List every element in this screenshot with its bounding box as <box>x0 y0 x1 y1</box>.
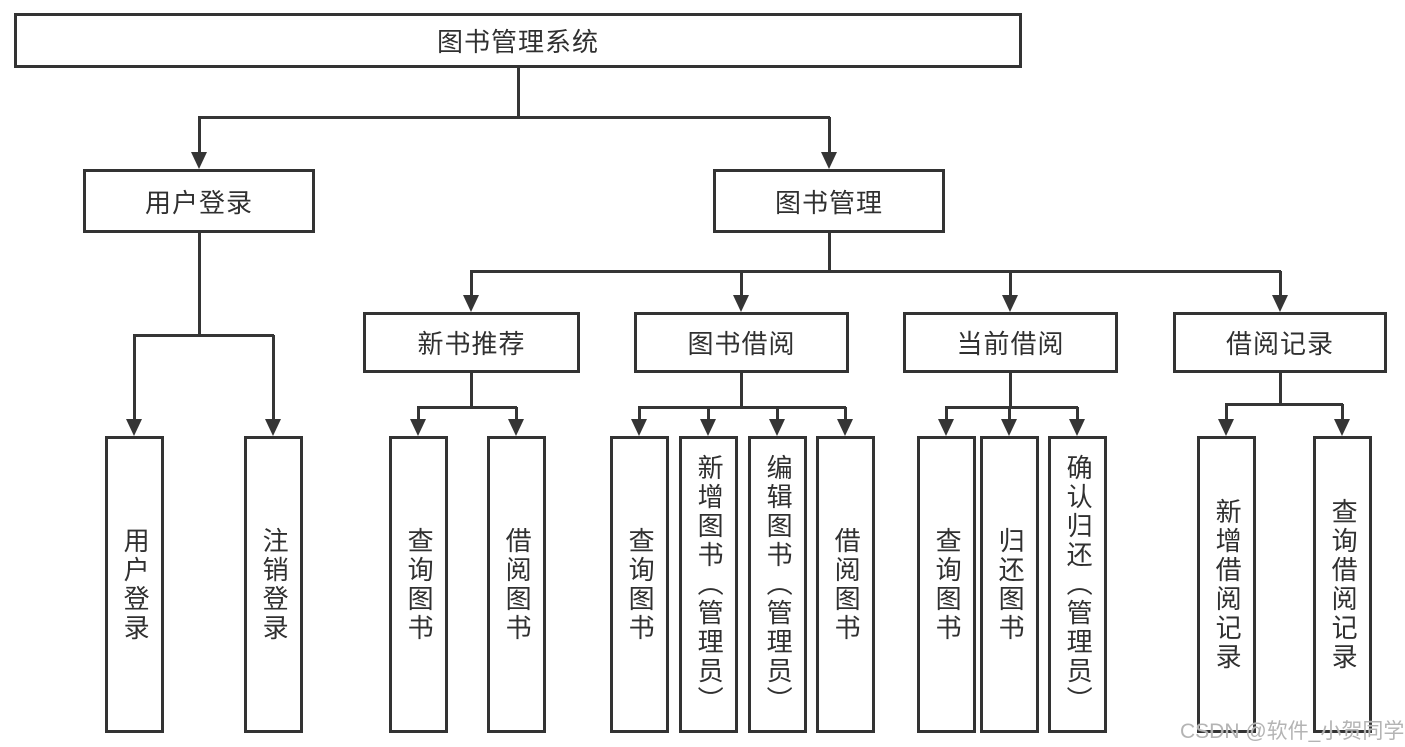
node-leaf-query-books-2: 查询图书 <box>610 436 669 733</box>
node-new-book-recommend-label: 新书推荐 <box>417 329 526 359</box>
watermark: CSDN @软件_小贺同学 <box>1180 720 1405 743</box>
connector-line <box>1341 404 1344 421</box>
node-user-login-group: 用户登录 <box>83 169 315 233</box>
node-book-management: 图书管理 <box>713 169 945 233</box>
connector-line <box>1076 407 1079 421</box>
arrowhead-icon <box>463 295 479 312</box>
connector-line <box>828 233 831 272</box>
connector-line <box>1279 373 1282 405</box>
connector-line <box>515 407 518 421</box>
arrowhead-icon <box>1069 419 1085 436</box>
connector-line <box>133 335 136 421</box>
node-leaf-confirm-return-admin: 确认归还（管理员） <box>1048 436 1107 733</box>
connector-line <box>945 407 948 421</box>
node-root-label: 图书管理系统 <box>436 27 599 57</box>
arrowhead-icon <box>631 419 647 436</box>
node-leaf-query-borrow-record: 查询借阅记录 <box>1313 436 1372 733</box>
arrowhead-icon <box>1334 419 1350 436</box>
arrowhead-icon <box>837 419 853 436</box>
connector-line <box>470 270 1281 273</box>
connector-line <box>707 407 710 421</box>
connector-line <box>740 271 743 297</box>
node-leaf-add-borrow-record-label: 新增借阅记录 <box>1212 497 1243 672</box>
node-leaf-user-login: 用户登录 <box>105 436 164 733</box>
node-leaf-borrow-books-2: 借阅图书 <box>816 436 875 733</box>
connector-line <box>1279 271 1282 297</box>
node-new-book-recommend: 新书推荐 <box>363 312 580 373</box>
connector-line <box>828 117 831 154</box>
node-root: 图书管理系统 <box>14 13 1022 68</box>
arrowhead-icon <box>1272 295 1288 312</box>
node-leaf-query-books-3-label: 查询图书 <box>932 526 963 643</box>
node-leaf-return-book: 归还图书 <box>980 436 1039 733</box>
node-borrow-records: 借阅记录 <box>1173 312 1387 373</box>
node-leaf-borrow-books-1-label: 借阅图书 <box>502 526 533 643</box>
connector-line <box>638 407 641 421</box>
node-leaf-query-books-2-label: 查询图书 <box>625 526 656 643</box>
node-leaf-add-borrow-record: 新增借阅记录 <box>1197 436 1256 733</box>
node-book-management-label: 图书管理 <box>774 187 883 218</box>
node-user-login-group-label: 用户登录 <box>144 187 253 218</box>
node-leaf-query-borrow-record-label: 查询借阅记录 <box>1328 497 1359 672</box>
node-leaf-logout: 注销登录 <box>244 436 303 733</box>
node-leaf-user-login-label: 用户登录 <box>120 526 151 643</box>
node-leaf-query-books-1: 查询图书 <box>389 436 448 733</box>
connector-line <box>638 406 846 409</box>
connector-line <box>844 407 847 421</box>
connector-line <box>272 335 275 421</box>
connector-line <box>198 116 830 119</box>
node-leaf-add-book-admin-label: 新增图书（管理员） <box>694 454 725 715</box>
connector-line <box>1225 403 1343 406</box>
node-leaf-edit-book-admin-label: 编辑图书（管理员） <box>763 454 794 715</box>
arrowhead-icon <box>191 152 207 169</box>
arrowhead-icon <box>938 419 954 436</box>
connector-line <box>740 373 743 408</box>
node-leaf-logout-label: 注销登录 <box>259 526 290 643</box>
node-leaf-borrow-books-2-label: 借阅图书 <box>831 526 862 643</box>
node-leaf-add-book-admin: 新增图书（管理员） <box>679 436 738 733</box>
node-leaf-edit-book-admin: 编辑图书（管理员） <box>748 436 807 733</box>
arrowhead-icon <box>1002 295 1018 312</box>
node-book-borrowing-label: 图书借阅 <box>687 329 796 359</box>
arrowhead-icon <box>410 419 426 436</box>
node-leaf-borrow-books-1: 借阅图书 <box>487 436 546 733</box>
connector-line <box>945 406 1078 409</box>
arrowhead-icon <box>126 419 142 436</box>
connector-line <box>776 407 779 421</box>
node-leaf-query-books-3: 查询图书 <box>917 436 976 733</box>
connector-line <box>1008 407 1011 421</box>
connector-line <box>1009 373 1012 408</box>
connector-line <box>133 334 274 337</box>
connector-line <box>470 373 473 408</box>
arrowhead-icon <box>508 419 524 436</box>
arrowhead-icon <box>733 295 749 312</box>
node-borrow-records-label: 借阅记录 <box>1225 329 1334 359</box>
node-current-borrowing: 当前借阅 <box>903 312 1118 373</box>
arrowhead-icon <box>1001 419 1017 436</box>
connector-line <box>417 406 517 409</box>
arrowhead-icon <box>1218 419 1234 436</box>
connector-line <box>198 117 201 154</box>
arrowhead-icon <box>700 419 716 436</box>
arrowhead-icon <box>821 152 837 169</box>
node-leaf-query-books-1-label: 查询图书 <box>404 526 435 643</box>
connector-line <box>517 68 520 118</box>
arrowhead-icon <box>265 419 281 436</box>
connector-line <box>470 271 473 297</box>
connector-line <box>1225 404 1228 421</box>
node-leaf-confirm-return-admin-label: 确认归还（管理员） <box>1063 454 1094 715</box>
connector-line <box>198 233 201 336</box>
node-book-borrowing: 图书借阅 <box>634 312 849 373</box>
node-leaf-return-book-label: 归还图书 <box>995 526 1026 643</box>
connector-line <box>1009 271 1012 297</box>
arrowhead-icon <box>769 419 785 436</box>
connector-line <box>417 407 420 421</box>
node-current-borrowing-label: 当前借阅 <box>956 329 1065 359</box>
